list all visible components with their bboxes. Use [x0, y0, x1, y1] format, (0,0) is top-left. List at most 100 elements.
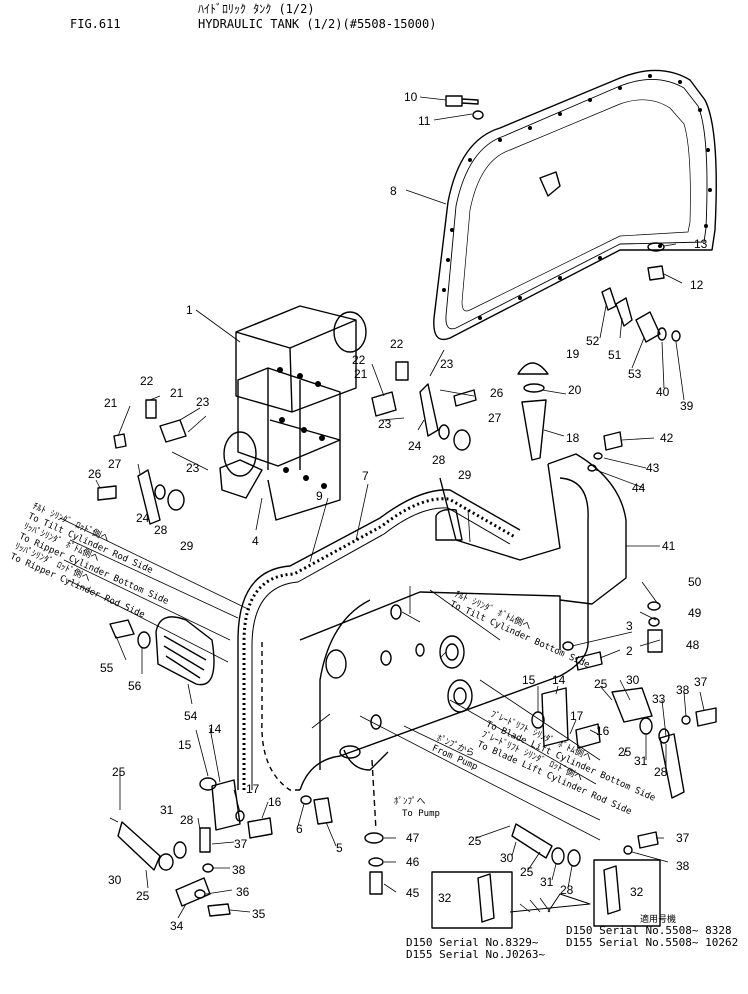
washer-31-left [158, 853, 174, 871]
label-27-right: 27 [488, 411, 502, 425]
label-37-right: 37 [694, 675, 708, 689]
pin-30-lower [511, 823, 553, 859]
bolt-16-left [247, 817, 273, 839]
label-17-left: 17 [246, 782, 260, 796]
strainer-cap-19 [517, 362, 549, 375]
serial-left-line1: D150 Serial No.8329~ [406, 936, 539, 949]
label-31-right: 31 [634, 754, 648, 768]
oring-15-left [199, 777, 217, 791]
washer-31-right [639, 717, 653, 735]
label-22-left: 22 [140, 374, 154, 388]
label-8: 8 [390, 184, 397, 198]
label-41: 41 [662, 539, 676, 553]
label-25-lower-b: 25 [520, 865, 534, 879]
serial-box-right [593, 859, 661, 927]
bolt-26-right [453, 389, 477, 407]
note-tilt-bottom: To Tilt Cylinder Bottom Side [448, 600, 591, 671]
label-55: 55 [100, 661, 114, 675]
label-21-left: 21 [170, 386, 184, 400]
label-49: 49 [688, 606, 702, 620]
washer-46 [368, 857, 384, 867]
label-51: 51 [608, 348, 622, 362]
serial-right-head: 適用号機 [640, 913, 676, 925]
label-11: 11 [418, 114, 431, 128]
label-53: 53 [628, 367, 642, 381]
label-22-mid: 22 [352, 353, 366, 367]
lever-24-right [419, 383, 439, 437]
fitting-22-right [395, 361, 409, 381]
label-42: 42 [660, 431, 674, 445]
label-36: 36 [236, 885, 250, 899]
bolt-10 [445, 95, 479, 107]
flange-52 [601, 287, 617, 311]
washer-28-left [154, 484, 166, 500]
ring-39 [671, 330, 681, 342]
label-37-lower: 37 [676, 831, 690, 845]
label-16-right: 16 [596, 724, 610, 738]
label-30-right: 30 [626, 673, 640, 687]
label-28-left-lower: 28 [180, 813, 194, 827]
bolt-16-right [575, 723, 601, 749]
serial-right-line1: D150 Serial No.5508~ 8328 [566, 924, 732, 937]
label-25-right: 25 [594, 677, 608, 691]
bolt-37-lower [637, 831, 659, 849]
label-23-left: 23 [196, 395, 210, 409]
washer-38-upper [681, 715, 691, 725]
bracket-41 [547, 453, 627, 605]
bolt-42 [603, 431, 623, 451]
washer-6 [300, 795, 312, 805]
bolt-55 [109, 619, 135, 639]
label-24-right: 24 [408, 439, 422, 453]
washer-47 [364, 832, 384, 844]
label-4: 4 [252, 534, 259, 548]
label-13: 13 [694, 237, 708, 251]
flange-14-left [211, 779, 241, 831]
label-14-left: 14 [208, 722, 222, 736]
label-1: 1 [186, 303, 193, 317]
label-40: 40 [656, 385, 670, 399]
label-25-lower: 25 [468, 834, 482, 848]
washer-28-lower [567, 849, 581, 867]
label-26-left: 26 [88, 467, 102, 481]
gasket-51 [615, 297, 633, 327]
bolt-26-left [97, 485, 117, 501]
serial-left-line2: D155 Serial No.J0263~ [406, 948, 545, 961]
lever-32-right [603, 865, 621, 915]
cover-bolt-holes [442, 74, 712, 320]
washer-11 [472, 110, 484, 120]
label-23-top: 23 [440, 357, 454, 371]
tank-shell [299, 477, 589, 791]
tank-cover [433, 69, 717, 341]
label-32-left: 32 [438, 891, 452, 905]
label-28-lower: 28 [560, 883, 574, 897]
washer-28-right [438, 424, 450, 440]
label-29-left: 29 [180, 539, 194, 553]
label-26-right: 26 [490, 386, 504, 400]
hatched-arrow [509, 893, 591, 913]
label-44: 44 [632, 481, 646, 495]
bolt-21-left [113, 433, 127, 449]
fitting-22-left [145, 399, 157, 419]
label-46: 46 [406, 855, 420, 869]
oring-40 [657, 327, 667, 341]
label-38-right: 38 [676, 683, 690, 697]
pin-30-right [611, 687, 653, 723]
label-15-left: 15 [178, 738, 192, 752]
plug-12 [647, 265, 665, 281]
washer-38-lower [623, 845, 633, 855]
bushing-29-right [453, 429, 471, 451]
label-15-right: 15 [522, 673, 536, 687]
lever-34 [175, 877, 211, 907]
label-28-mid: 28 [432, 453, 446, 467]
pin-30-left [117, 821, 161, 871]
bushing-29-left [167, 489, 185, 511]
label-27-left: 27 [108, 457, 122, 471]
flange-14-right [541, 687, 569, 747]
bolt-37-left [199, 827, 211, 853]
strainer-18 [521, 399, 547, 461]
washer-50 [647, 601, 661, 611]
label-35: 35 [252, 907, 266, 921]
label-38-lower: 38 [676, 859, 690, 873]
label-2: 2 [626, 644, 633, 658]
label-22-right: 22 [390, 337, 404, 351]
